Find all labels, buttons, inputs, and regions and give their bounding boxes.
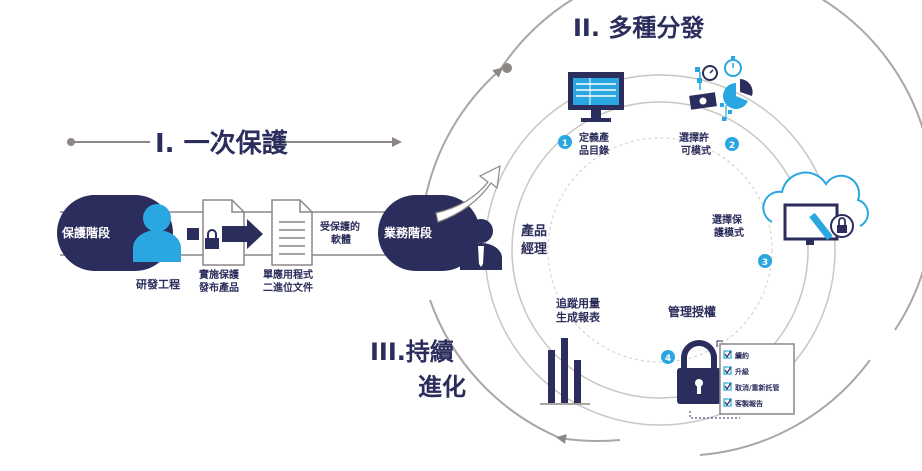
phase-two-title: II. 多種分發 [573,14,704,42]
step-2-label-line1: 選擇許 [679,131,709,144]
manage-license-label: 管理授權 [668,304,716,319]
track-usage-label-line2: 生成報表 [556,310,601,324]
step-1-label-line1: 定義產 [579,131,609,144]
entry-arrow-icon [435,164,501,223]
license-lock-icon [677,340,721,404]
outer-cycle-ring [424,0,922,456]
step-4-badge [661,350,675,364]
product-manager-label-line2: 經理 [521,241,547,257]
step-3-label-line2: 護模式 [714,226,744,239]
license-actions-checklist [716,340,795,415]
step-2-label-line2: 可模式 [681,144,711,157]
cloud-protection-icon [762,171,869,245]
phase-three-title-line2: 進化 [418,373,466,401]
implement-label-line1: 實施保護 [199,268,240,281]
implement-label-line2: 發布產品 [198,281,239,294]
step-3-label-line1: 選擇保 [712,213,743,226]
lock-dashed-bracket [689,411,740,419]
product-catalog-monitor-icon [568,72,624,122]
phase-one-line [67,137,402,147]
connector-square [187,228,199,240]
checklist-item [723,382,732,391]
track-usage-label-line1: 追蹤用量 [556,296,600,310]
checklist-item-renew: 續約 [735,351,749,360]
process-arrow-icon [222,219,263,249]
product-manager-label-line1: 產品 [520,223,547,239]
step-1-number: 1 [562,139,568,149]
product-manager-person-icon [460,219,502,270]
binary-label-line1: 單應用程式 [263,268,313,281]
inner-dotted-ring [547,137,773,363]
protected-software-line1: 受保護的 [320,220,360,233]
binary-label-line2: 二進位文件 [263,281,313,294]
checklist-item-cancel: 取消/重新託管 [735,383,780,392]
checklist-item-upgrade: 升級 [735,367,750,376]
step-1-badge [558,135,572,149]
step-3-badge [758,254,772,268]
protected-software-line2: 軟體 [331,233,351,246]
protection-stage-label: 保護階段 [61,225,111,240]
checklist-item [723,366,732,375]
checklist-item [723,398,732,407]
business-stage-label: 業務階段 [383,225,433,240]
phase-three-title-line1: III.持續 [370,338,454,366]
step-1-label-line2: 品目錄 [579,144,609,157]
middle-cycle-ring-2 [511,101,809,399]
binary-document-icon [271,199,313,266]
license-models-icon-cluster [689,56,753,121]
engineer-label: 研發工程 [136,277,180,291]
phase-one-title: I. 一次保護 [155,128,289,159]
step-2-badge [725,137,739,151]
step-2-number: 2 [729,141,735,151]
usage-bar-chart-icon [540,338,590,405]
engineer-person-icon [133,204,181,262]
step-3-number: 3 [762,258,768,268]
step-4-number: 4 [665,354,671,364]
checklist-item [723,350,732,359]
checklist-item-report: 客製報告 [734,399,763,408]
